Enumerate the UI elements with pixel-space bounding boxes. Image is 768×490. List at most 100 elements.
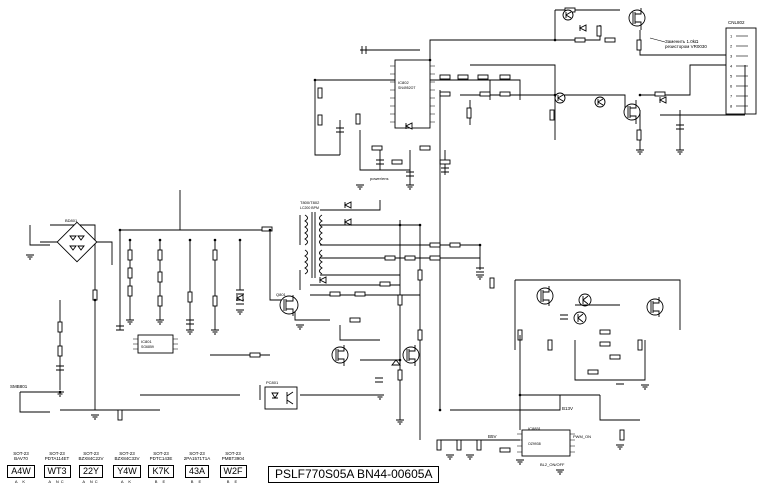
top-diodes bbox=[404, 24, 667, 130]
package-pins: A K bbox=[120, 479, 134, 484]
connector-pin-4: 4 bbox=[730, 64, 733, 69]
package-marking-code: WT3 bbox=[43, 465, 71, 478]
junction-dot bbox=[553, 93, 557, 97]
right-mosfet-1 bbox=[536, 286, 554, 306]
ground-symbol bbox=[126, 319, 134, 325]
ic801-pins bbox=[133, 338, 178, 350]
bridge-rectifier-bd801 bbox=[56, 221, 98, 263]
junction-dot bbox=[128, 238, 132, 242]
package-pins: A NC bbox=[82, 479, 100, 484]
ground-symbol bbox=[406, 184, 414, 190]
q801-label: Q801 bbox=[276, 292, 287, 297]
package-part: BZX84C22V bbox=[78, 456, 104, 461]
package-part: PDTC143E bbox=[149, 456, 173, 461]
main-mosfet-q801 bbox=[279, 295, 299, 316]
top-resistors bbox=[317, 7, 666, 165]
mid-diodes bbox=[235, 201, 401, 366]
mid-resistors-h bbox=[249, 226, 621, 453]
ground-symbol bbox=[236, 309, 244, 315]
right-transistor-1 bbox=[578, 293, 592, 307]
ic801-body bbox=[137, 334, 174, 354]
package-marking-code: W2F bbox=[219, 465, 247, 478]
package-type: SOT-23 bbox=[189, 451, 205, 456]
ground-symbol bbox=[616, 444, 624, 450]
junction-dot bbox=[478, 243, 482, 247]
note-line-1: Заменить 1.0kΩ bbox=[665, 39, 699, 44]
connector-pin-8: 8 bbox=[730, 104, 733, 109]
replacement-note: Заменить 1.0kΩ резистором VR0030 bbox=[665, 39, 707, 49]
ic8851-body bbox=[521, 429, 571, 457]
top-capacitors bbox=[336, 46, 684, 177]
ground-symbol bbox=[641, 384, 649, 390]
package-type: SOT-23 bbox=[119, 451, 135, 456]
transformer-label: T800/T802 bbox=[300, 200, 320, 205]
top-mosfet-2 bbox=[623, 100, 641, 124]
rail-bl-on: BL2_ON/OFF bbox=[540, 462, 565, 467]
ground-symbol bbox=[466, 454, 474, 460]
package-marking-code: K7K bbox=[148, 465, 174, 478]
bridge-wires bbox=[40, 241, 113, 265]
ground-symbol bbox=[156, 319, 164, 325]
junction-dot bbox=[158, 238, 162, 242]
ground-symbol bbox=[516, 459, 524, 465]
junction-dot bbox=[188, 238, 192, 242]
rail-b13v: B13V bbox=[562, 406, 573, 411]
junction-dot bbox=[418, 223, 422, 227]
connector-pin-6: 6 bbox=[730, 84, 733, 89]
ground-symbol bbox=[91, 414, 99, 420]
package-part: BAV70 bbox=[14, 456, 28, 461]
ic8851-sub-label: OZ9938 bbox=[528, 442, 541, 446]
transformer-t800 bbox=[304, 212, 323, 278]
opto-label: PC801 bbox=[266, 380, 279, 385]
package-pins: A K bbox=[14, 479, 28, 484]
junction-dot bbox=[313, 78, 317, 82]
ic801-sub-label: SG6859 bbox=[141, 345, 154, 349]
bridge-label: BD801 bbox=[65, 218, 78, 223]
board-title: PSLF770S05A BN44-00605A bbox=[268, 466, 440, 483]
rail-pwm-on: PWM_ON bbox=[573, 434, 591, 439]
package-type: SOT-23 bbox=[83, 451, 99, 456]
ic801-label: IC801 bbox=[141, 339, 152, 344]
junction-dot bbox=[58, 390, 62, 394]
junction-dot bbox=[638, 93, 642, 97]
junction-dot bbox=[398, 223, 402, 227]
ground-symbol bbox=[211, 329, 219, 335]
ground-symbol bbox=[676, 149, 684, 155]
package-type: SOT-23 bbox=[153, 451, 169, 456]
right-block-wires bbox=[514, 279, 681, 381]
right-transistor-2 bbox=[573, 311, 587, 325]
standby-label: SMB801 bbox=[10, 384, 28, 389]
package-type: SOT-23 bbox=[49, 451, 65, 456]
package-type: SOT-23 bbox=[13, 451, 29, 456]
rail-b5v: B5V bbox=[488, 434, 497, 439]
junction-dot bbox=[553, 38, 557, 42]
standby-wire bbox=[19, 392, 50, 413]
top-transistor-2 bbox=[554, 92, 566, 104]
connector-pin-2: 2 bbox=[730, 44, 733, 49]
package-pins: B E bbox=[154, 479, 168, 484]
optocoupler-pc801 bbox=[264, 386, 298, 410]
opto-led bbox=[271, 392, 279, 399]
note-pointer bbox=[649, 37, 666, 43]
opto-transistor bbox=[272, 391, 294, 405]
package-marking-code: 43A bbox=[184, 465, 209, 478]
connector-cnl802[interactable] bbox=[725, 27, 757, 115]
package-marking-code: 22Y bbox=[78, 465, 103, 478]
ground-symbol bbox=[296, 324, 304, 330]
junction-dot bbox=[398, 358, 402, 362]
junction-dot bbox=[518, 393, 522, 397]
ground-symbol bbox=[26, 254, 34, 260]
ground-symbol bbox=[396, 419, 404, 425]
connector-pin-3: 3 bbox=[730, 54, 733, 59]
ground-symbol bbox=[356, 184, 364, 190]
package-pins: B E bbox=[190, 479, 204, 484]
ground-symbol bbox=[556, 469, 564, 475]
right-lower-wires bbox=[519, 335, 640, 430]
connector-pin-1: 1 bbox=[730, 34, 733, 39]
top-transistor-3 bbox=[594, 96, 606, 108]
